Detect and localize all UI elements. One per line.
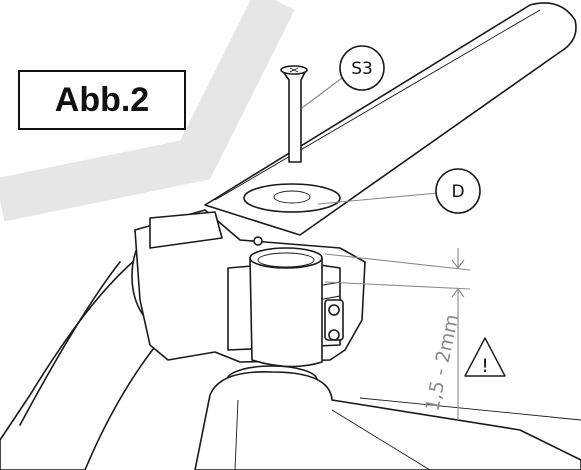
warning-symbol: ! [481,355,489,377]
frame-head-tube [194,371,581,470]
callout-label-washer: D [451,182,464,202]
leader-screw [301,77,343,109]
handlebar-tube-right [204,2,577,236]
dimension-label: 1,5 - 2mm [421,312,463,413]
dimension-lines [324,248,471,420]
leader-washer [317,192,439,205]
callout-bubble-washer [435,168,481,214]
warning-icon [464,337,506,377]
figure-label: Abb.2 [18,70,186,130]
steerer-tube [249,257,323,368]
callout-label-screw: S3 [351,59,373,79]
callout-bubble-screw [339,45,385,91]
background-chevron [0,0,295,222]
washer [243,183,341,213]
